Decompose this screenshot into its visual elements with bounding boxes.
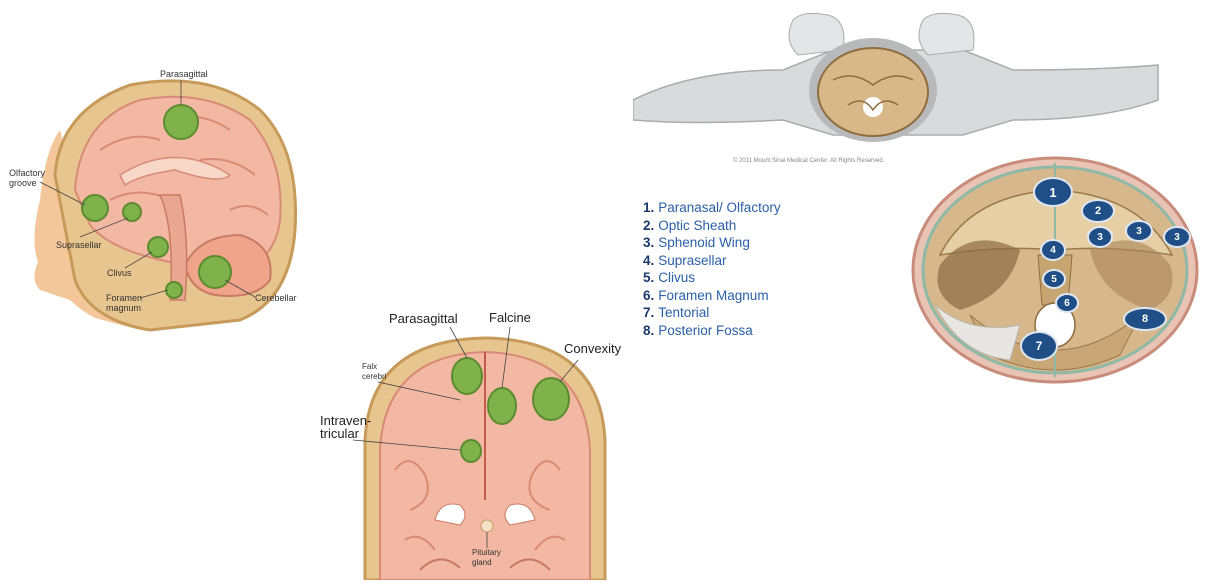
legend-item: 8.Posterior Fossa — [643, 322, 781, 340]
skull-base-legend: 1.Paranasal/ Olfactory 2.Optic Sheath 3.… — [643, 199, 781, 339]
badge-1: 1 — [1033, 177, 1073, 207]
label-falx-cerebri: Falx cerebri — [362, 362, 386, 382]
coronal-section-illustration: Parasagittal Falcine Convexity Falx cere… — [310, 300, 630, 580]
tumor-falcine — [488, 388, 516, 424]
legend-item: 6.Foramen Magnum — [643, 287, 781, 305]
tumor-cerebellar — [199, 256, 231, 288]
badge-3-left: 3 — [1087, 226, 1113, 248]
legend-item: 1.Paranasal/ Olfactory — [643, 199, 781, 217]
label-cerebellar: Cerebellar — [255, 293, 297, 303]
tumor-suprasellar — [123, 203, 141, 221]
tumor-foramen — [166, 282, 182, 298]
badge-7: 7 — [1020, 331, 1058, 361]
legend-item: 7.Tentorial — [643, 304, 781, 322]
label-parasagittal: Parasagittal — [160, 69, 208, 79]
label-falcine: Falcine — [489, 311, 531, 324]
tumor-olfactory — [82, 195, 108, 221]
sagittal-head-illustration: Parasagittal Olfactory groove Suprasella… — [0, 0, 320, 350]
badge-6: 6 — [1055, 293, 1079, 313]
label-convexity: Convexity — [564, 342, 621, 355]
legend-item: 3.Sphenoid Wing — [643, 234, 781, 252]
label-pituitary-gland: Pituitary gland — [472, 548, 501, 568]
label-olfactory-groove: Olfactory groove — [9, 168, 45, 188]
badge-3-right: 3 — [1163, 226, 1191, 248]
badge-8: 8 — [1123, 307, 1167, 331]
tumor-convexity — [533, 378, 569, 420]
label-intraventricular: Intraven- tricular — [320, 414, 371, 440]
label-parasagittal-coronal: Parasagittal — [389, 312, 458, 325]
badge-4: 4 — [1040, 239, 1066, 261]
tumor-parasagittal-coronal — [452, 358, 482, 394]
tumor-clivus — [148, 237, 168, 257]
torso-top-graphic — [633, 10, 1163, 160]
label-suprasellar: Suprasellar — [56, 240, 102, 250]
legend-item: 5.Clivus — [643, 269, 781, 287]
label-clivus: Clivus — [107, 268, 132, 278]
badge-2: 2 — [1081, 199, 1115, 223]
skull-base-illustration: 1 2 3 3 3 4 5 6 7 8 — [910, 155, 1200, 390]
badge-3-middle: 3 — [1125, 220, 1153, 242]
legend-item: 4.Suprasellar — [643, 252, 781, 270]
badge-5: 5 — [1042, 269, 1066, 289]
copyright-notice: © 2011 Mount Sinai Medical Center. All R… — [733, 158, 884, 164]
tumor-parasagittal — [164, 105, 198, 139]
legend-item: 2.Optic Sheath — [643, 217, 781, 235]
label-foramen-magnum: Foramen magnum — [106, 293, 142, 313]
tumor-intraventricular — [461, 440, 481, 462]
torso-top-view-illustration: © 2011 Mount Sinai Medical Center. All R… — [633, 10, 1163, 160]
